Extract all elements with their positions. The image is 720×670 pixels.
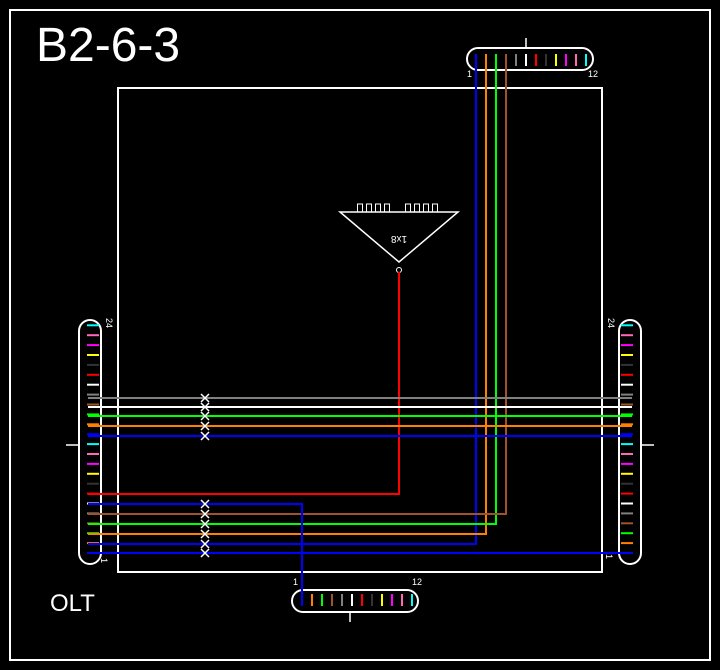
left-connector bbox=[78, 319, 102, 565]
splitter-input-port bbox=[396, 267, 402, 273]
left-connector-start-label: 1 bbox=[99, 558, 109, 563]
splitter-output-port bbox=[366, 203, 372, 213]
splice-mark bbox=[200, 421, 210, 431]
top-connector-start-label: 1 bbox=[467, 69, 472, 79]
olt-label: OLT bbox=[50, 590, 95, 617]
splice-mark bbox=[200, 393, 210, 403]
splitter-ports bbox=[357, 203, 438, 213]
splice-mark bbox=[200, 519, 210, 529]
splitter-output-port bbox=[357, 203, 363, 213]
enclosure-box bbox=[117, 87, 603, 573]
bottom-fiber-1-blue bbox=[88, 503, 303, 600]
splitter-red-fiber bbox=[88, 272, 400, 495]
splitter-output-port bbox=[414, 203, 420, 213]
splice-mark bbox=[200, 529, 210, 539]
left-connector-end-label: 24 bbox=[104, 318, 114, 328]
splitter-output-port bbox=[432, 203, 438, 213]
splice-mark bbox=[200, 539, 210, 549]
splitter-output-port bbox=[423, 203, 429, 213]
top-fiber-4-brown bbox=[88, 60, 507, 515]
bottom-connector bbox=[291, 589, 419, 613]
splitter-output-port bbox=[384, 203, 390, 213]
bottom-connector-start-label: 1 bbox=[293, 577, 298, 587]
splitter-output-port bbox=[375, 203, 381, 213]
right-connector bbox=[618, 319, 642, 565]
top-fiber-2-orange bbox=[88, 60, 487, 535]
fiber-runs bbox=[88, 60, 632, 600]
splice-marks bbox=[200, 393, 210, 558]
top-fiber-3-green bbox=[88, 60, 497, 525]
splice-mark bbox=[200, 548, 210, 558]
page-title: B2-6-3 bbox=[36, 19, 181, 72]
splitter-output-port bbox=[405, 203, 411, 213]
splitter-label: 1x8 bbox=[391, 233, 408, 244]
splice-mark bbox=[200, 431, 210, 441]
top-fiber-1-blue bbox=[88, 60, 477, 545]
splitter: 1x8 bbox=[337, 203, 461, 273]
bottom-connector-end-label: 12 bbox=[412, 577, 422, 587]
right-connector-end-label: 24 bbox=[606, 318, 616, 328]
splitter-triangle bbox=[337, 211, 461, 263]
right-connector-start-label: 1 bbox=[604, 554, 614, 559]
splice-mark bbox=[200, 411, 210, 421]
top-connector-end-label: 12 bbox=[588, 69, 598, 79]
splice-mark bbox=[200, 499, 210, 509]
top-connector bbox=[466, 47, 594, 71]
splice-mark bbox=[200, 402, 210, 412]
outer-frame bbox=[9, 9, 711, 661]
splice-mark bbox=[200, 509, 210, 519]
